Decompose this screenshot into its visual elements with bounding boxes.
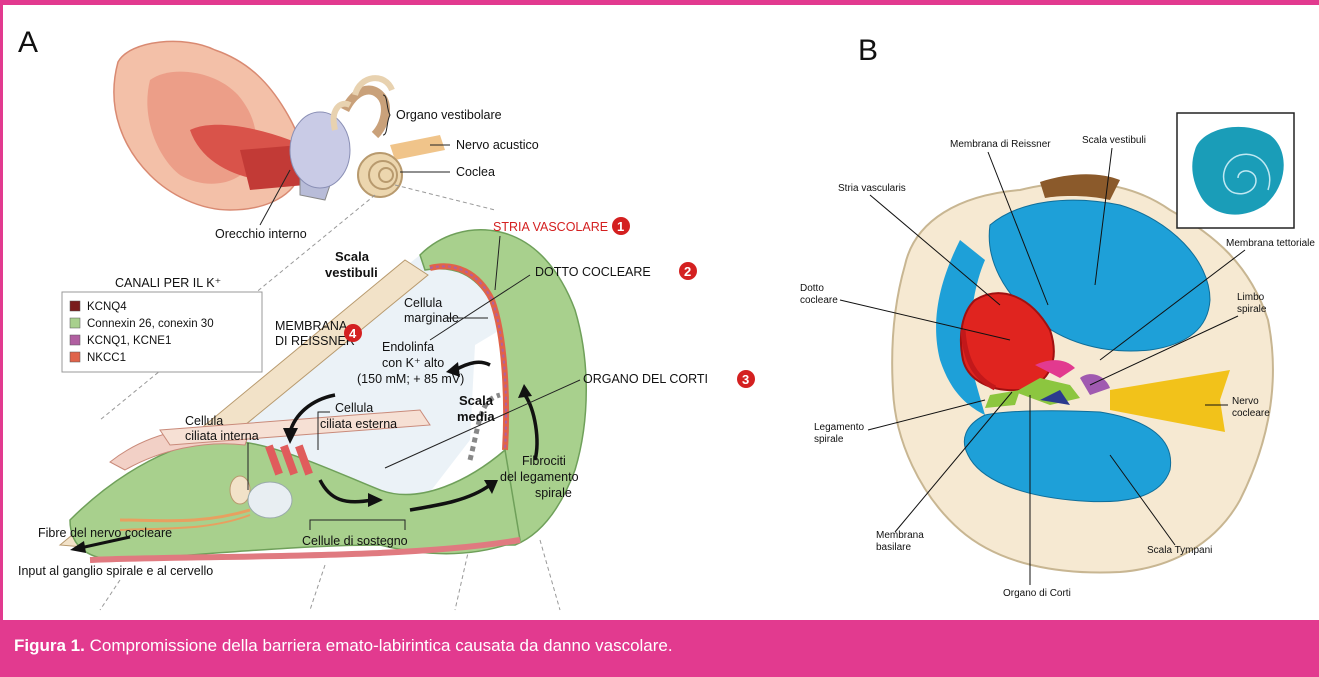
- scala-media-line1: Scala: [459, 393, 494, 408]
- outer-ear-illustration: [114, 41, 350, 210]
- endolinfa-line1: Endolinfa: [382, 340, 434, 354]
- legend-item-label: KCNQ1, KCNE1: [87, 335, 171, 347]
- endolinfa-line2: con K⁺ alto: [382, 356, 444, 370]
- legend-swatch: [70, 335, 80, 345]
- cellule-sostegno-label: Cellule di sostegno: [302, 534, 408, 548]
- figure-caption: Figura 1. Compromissione della barriera …: [14, 636, 673, 656]
- limbo-spirale-line2: spirale: [1237, 304, 1267, 315]
- marker-2-num: 2: [684, 264, 691, 279]
- legend-swatch: [70, 352, 80, 362]
- organo-del-corti-label: ORGANO DEL CORTI: [583, 372, 708, 386]
- marker-1-num: 1: [617, 219, 624, 234]
- legamento-spirale-line1: Legamento: [814, 422, 864, 433]
- fibrociti-line2: del legamento: [500, 470, 579, 484]
- fibrociti-line1: Fibrociti: [522, 454, 566, 468]
- dotto-cocleare-b-line1: Dotto: [800, 283, 824, 294]
- legend-swatch: [70, 318, 80, 328]
- cochlea-label: Coclea: [456, 165, 495, 179]
- caption-text: Compromissione della barriera emato-labi…: [85, 636, 673, 655]
- legend-title: CANALI PER IL K⁺: [115, 276, 221, 290]
- fibre-nervo-label: Fibre del nervo cocleare: [38, 526, 172, 540]
- dotto-cocleare-label: DOTTO COCLEARE: [535, 265, 651, 279]
- limbo-spirale-line1: Limbo: [1237, 292, 1265, 303]
- legend-item-label: KCNQ4: [87, 301, 127, 313]
- vestibular-organ-label: Organo vestibolare: [396, 108, 502, 122]
- marker-4-num: 4: [349, 326, 357, 341]
- reissner-b-label: Membrana di Reissner: [950, 139, 1051, 150]
- membrana-tettoriale-label: Membrana tettoriale: [1226, 238, 1315, 249]
- cellula-ciliata-interna-line1: Cellula: [185, 414, 223, 428]
- scala-vestibuli-a-line2: vestibuli: [325, 265, 378, 280]
- input-ganglio-label: Input al ganglio spirale e al cervello: [18, 564, 213, 578]
- scala-vestibuli-a-line1: Scala: [335, 249, 370, 264]
- scala-vestibuli-b-label: Scala vestibuli: [1082, 135, 1146, 146]
- caption-bold: Figura 1.: [14, 636, 85, 655]
- cellula-marginale-line1: Cellula: [404, 296, 442, 310]
- scala-media-line2: media: [457, 409, 495, 424]
- figure-illustration: A Organo vestibolare Nervo acustico Cocl…: [0, 0, 1319, 620]
- cellula-ciliata-esterna-line2: ciliata esterna: [320, 417, 397, 431]
- stria-vascolare-label: STRIA VASCOLARE: [493, 220, 608, 234]
- organo-di-corti-label: Organo di Corti: [1003, 588, 1071, 599]
- inner-ear-label: Orecchio interno: [215, 227, 307, 241]
- fibrociti-line3: spirale: [535, 486, 572, 500]
- marker-3-num: 3: [742, 372, 749, 387]
- membrana-basilare-line2: basilare: [876, 542, 911, 553]
- membrana-basilare-line1: Membrana: [876, 530, 924, 541]
- legend-swatch: [70, 301, 80, 311]
- legamento-spirale-line2: spirale: [814, 434, 844, 445]
- panel-b-letter: B: [858, 34, 878, 67]
- caption-bar: Figura 1. Compromissione della barriera …: [0, 620, 1319, 677]
- endolinfa-line3: (150 mM; + 85 mV): [357, 372, 464, 386]
- cellula-ciliata-esterna-line1: Cellula: [335, 401, 373, 415]
- stria-vascularis-label: Stria vascularis: [838, 183, 906, 194]
- legend-item-label: Connexin 26, conexin 30: [87, 318, 214, 330]
- nervo-cocleare-b-line1: Nervo: [1232, 396, 1259, 407]
- acoustic-nerve-label: Nervo acustico: [456, 138, 539, 152]
- cellula-ciliata-interna-line2: ciliata interna: [185, 429, 259, 443]
- membrana-reissner-line2: DI REISSNER: [275, 334, 355, 348]
- cochlea-cross-section-illustration: [892, 174, 1273, 572]
- nervo-cocleare-b-line2: cocleare: [1232, 408, 1270, 419]
- legend-item-label: NKCC1: [87, 352, 126, 364]
- membrana-reissner-line1: MEMBRANA: [275, 319, 348, 333]
- panel-a-letter: A: [18, 26, 38, 59]
- scala-tympani-label: Scala Tympani: [1147, 545, 1212, 556]
- dotto-cocleare-b-line2: cocleare: [800, 295, 838, 306]
